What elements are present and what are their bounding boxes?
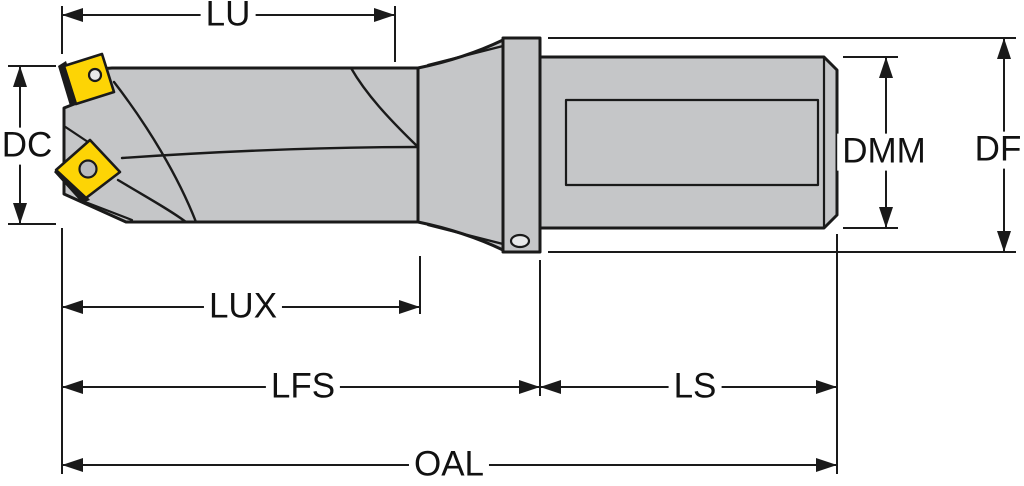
drill-taper xyxy=(416,38,505,252)
dim-label-oal: OAL xyxy=(408,446,490,484)
center-insert-hole xyxy=(78,159,98,179)
drill-drawing xyxy=(54,36,839,254)
flute-web-line xyxy=(120,145,420,160)
tip-facet-line xyxy=(62,124,90,144)
dim-label-lfs: LFS xyxy=(265,368,341,406)
top-insert xyxy=(62,52,116,106)
dim-label-dmm: DMM xyxy=(837,133,931,171)
dim-label-df: DF xyxy=(969,131,1024,169)
extension-lines xyxy=(8,6,1016,474)
collar-coolant-hole xyxy=(509,233,531,249)
flute-runout-curve xyxy=(349,66,420,149)
dim-label-dc: DC xyxy=(0,127,58,165)
drill-shank xyxy=(538,55,839,230)
dim-label-ls: LS xyxy=(668,368,722,406)
flute-curve-2 xyxy=(116,178,188,224)
taper-facet-bottom xyxy=(426,223,505,246)
drill-collar xyxy=(501,36,542,254)
dim-label-lux: LUX xyxy=(203,288,283,326)
shank-flat xyxy=(564,98,820,187)
drill-head xyxy=(62,66,420,224)
top-insert-hole xyxy=(87,67,103,83)
taper-facet-top xyxy=(426,44,505,67)
dim-label-lu: LU xyxy=(200,0,256,34)
flute-curve-1 xyxy=(112,80,198,224)
tip-chamfer-line xyxy=(78,198,134,222)
